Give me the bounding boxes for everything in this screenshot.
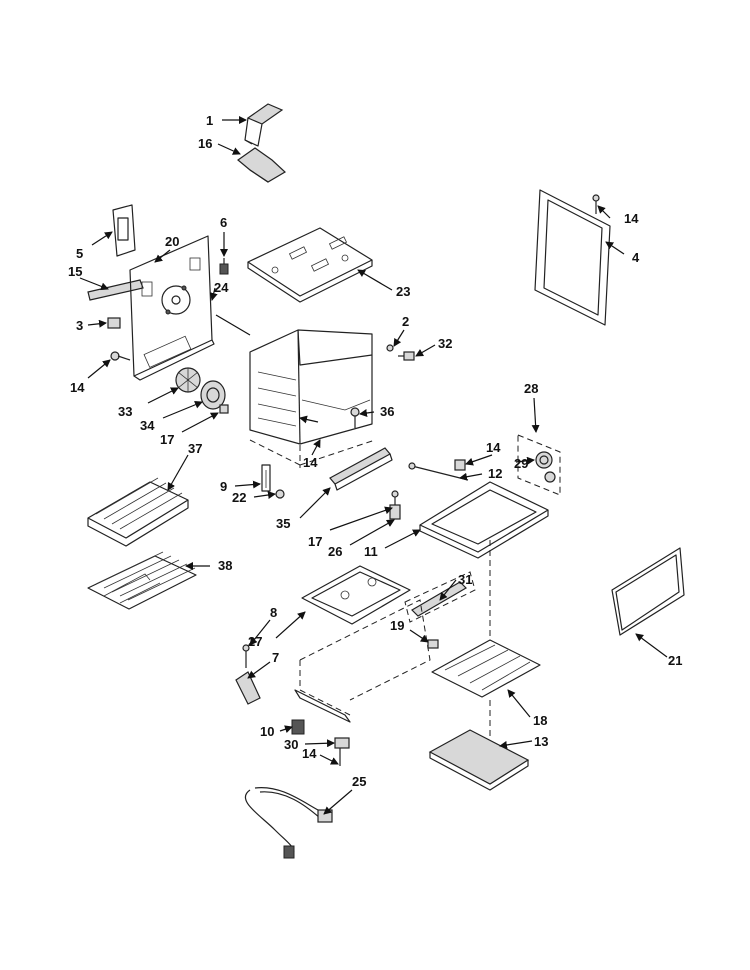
part-12-igniter [408, 459, 469, 481]
part-5-bracket [112, 204, 136, 257]
callout-31: 31 [458, 572, 472, 587]
part-11-drip-tray [419, 481, 549, 559]
callout-8: 8 [270, 605, 277, 620]
callout-30: 30 [284, 737, 298, 752]
part-34-fan-guard [200, 380, 226, 410]
part-4-door-frame [534, 189, 611, 326]
callout-34: 34 [140, 418, 155, 433]
callout-18: 18 [533, 713, 547, 728]
callout-13: 13 [534, 734, 548, 749]
callout-14-e: 14 [302, 746, 317, 761]
callout-29: 29 [514, 456, 528, 471]
lower-frame [294, 599, 431, 723]
part-3-clip [107, 317, 121, 329]
part-7-bracket [235, 671, 261, 705]
callout-14-d: 14 [486, 440, 501, 455]
part-37-rack [87, 477, 189, 547]
part-22-screw [275, 489, 285, 499]
callout-33: 33 [118, 404, 132, 419]
callout-5: 5 [76, 246, 83, 261]
part-26-bracket [389, 490, 401, 520]
callout-19: 19 [390, 618, 404, 633]
callout-14-a: 14 [70, 380, 85, 395]
part-17-nut [219, 404, 229, 414]
part-19-clip [427, 639, 439, 649]
callout-3: 3 [76, 318, 83, 333]
part-28-valve-assembly [517, 434, 561, 496]
callout-37: 37 [188, 441, 202, 456]
callout-4: 4 [632, 250, 640, 265]
callout-27: 27 [248, 634, 262, 649]
part-27-lower-tray [301, 565, 411, 625]
callout-32: 32 [438, 336, 452, 351]
callout-22: 22 [232, 490, 246, 505]
callout-35: 35 [276, 516, 290, 531]
callout-38: 38 [218, 558, 232, 573]
callout-26: 26 [328, 544, 342, 559]
part-2-screw [386, 344, 394, 352]
callout-9: 9 [220, 479, 227, 494]
part-1-vent-trim [244, 103, 284, 147]
part-18-lower-panel [431, 540, 541, 698]
callout-28: 28 [524, 381, 538, 396]
callout-6: 6 [220, 215, 227, 230]
callout-24: 24 [214, 280, 229, 295]
leader-lines [79, 116, 668, 815]
part-13-drawer [428, 700, 530, 791]
callout-labels: 1 16 5 20 6 15 3 14 24 23 2 32 33 34 17 … [68, 113, 682, 789]
callout-14-b: 14 [303, 455, 318, 470]
part-24-oven-cavity [249, 329, 376, 468]
part-6-terminal [219, 258, 229, 275]
callout-21: 21 [668, 653, 682, 668]
part-36-sensor [350, 407, 360, 428]
part-35-trim-bar [329, 447, 393, 491]
callout-7: 7 [272, 650, 279, 665]
callout-12: 12 [488, 466, 502, 481]
part-21-gasket [611, 547, 685, 636]
callout-17-a: 17 [160, 432, 174, 447]
part-14-screw-left [110, 351, 131, 361]
callout-15: 15 [68, 264, 82, 279]
callout-20: 20 [165, 234, 179, 249]
part-32-bolt [398, 351, 415, 361]
part-9-hinge [261, 464, 271, 492]
part-33-fan-blade [175, 367, 201, 393]
part-15-strip [87, 279, 144, 301]
callout-10: 10 [260, 724, 274, 739]
part-31-burner-bar [404, 571, 476, 623]
part-25-power-cord [244, 787, 333, 859]
callout-14-c: 14 [624, 211, 639, 226]
callout-1: 1 [206, 113, 213, 128]
callout-11: 11 [364, 544, 378, 559]
callout-17-b: 17 [308, 534, 322, 549]
callout-36: 36 [380, 404, 394, 419]
part-10-valve [291, 719, 305, 735]
callout-16: 16 [198, 136, 212, 151]
part-20-rear-panel [129, 235, 215, 381]
part-16-vent-duct [237, 147, 287, 183]
part-8-screw [242, 644, 250, 668]
part-38-rack [87, 551, 197, 610]
callout-2: 2 [402, 314, 409, 329]
callout-23: 23 [396, 284, 410, 299]
part-30-regulator [334, 737, 350, 766]
callout-25: 25 [352, 774, 366, 789]
part-23-top-panel [247, 227, 373, 303]
